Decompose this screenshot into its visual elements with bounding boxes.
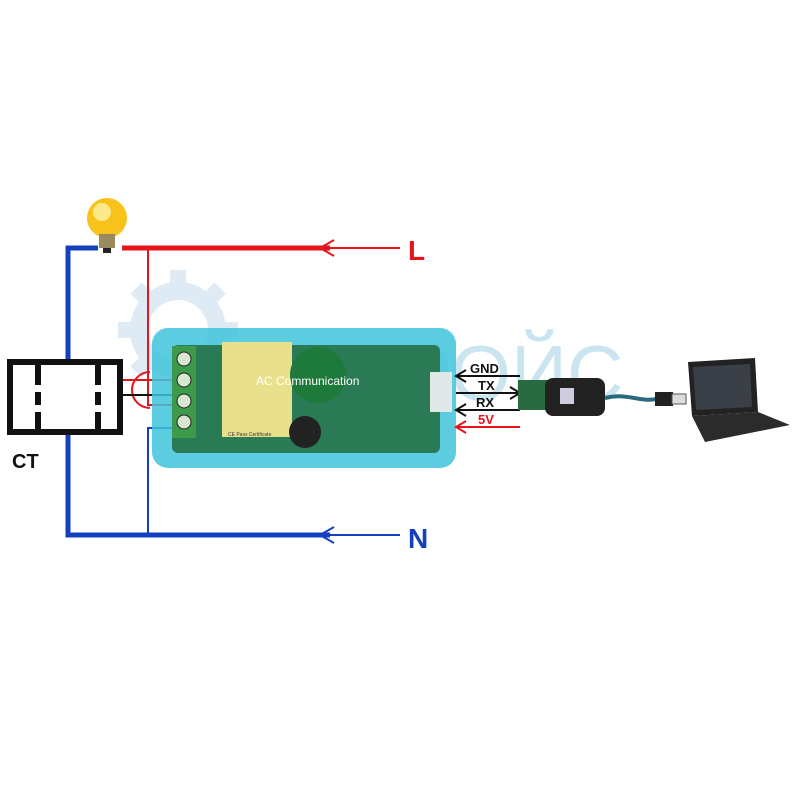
signal-tx: TX xyxy=(478,378,495,393)
signal-gnd: GND xyxy=(470,361,499,376)
neutral-label: N xyxy=(408,523,428,554)
laptop-icon xyxy=(688,358,790,442)
power-meter-module: AC Communication CE Pass Certificate xyxy=(152,328,456,468)
live-wire xyxy=(120,239,400,409)
signal-5v: 5V xyxy=(478,412,494,427)
module-cert: CE Pass Certificate xyxy=(228,432,272,438)
module-title: AC Communication xyxy=(256,374,359,388)
current-transformer xyxy=(7,359,123,435)
light-bulb-icon xyxy=(87,198,127,253)
serial-lines xyxy=(454,369,522,434)
usb-ttl-adapter xyxy=(518,378,687,416)
ct-label: CT xyxy=(12,451,39,473)
line-label: L xyxy=(408,235,425,266)
signal-rx: RX xyxy=(476,395,494,410)
